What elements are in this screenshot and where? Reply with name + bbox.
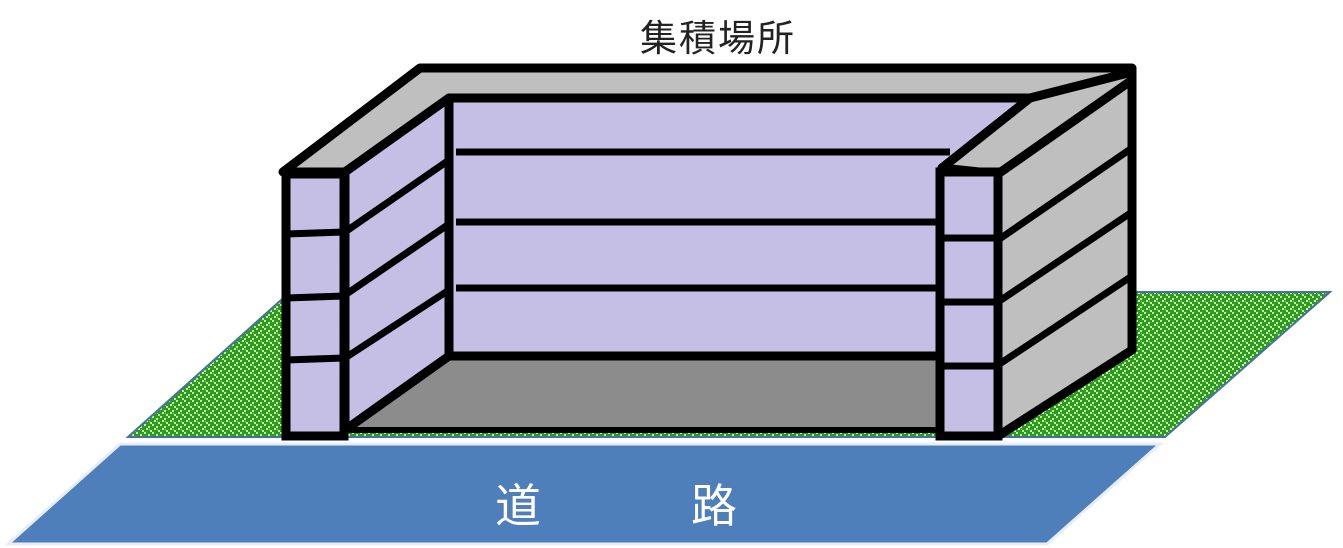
left-wall-slat [343, 157, 451, 235]
left-wall-slat [343, 287, 451, 361]
left-post-front [281, 169, 349, 441]
right-wall-side-slat [996, 209, 1134, 305]
left-post-slat [285, 228, 345, 238]
right-wall-side-slat [996, 273, 1134, 368]
road-label: 道 路 [495, 479, 789, 533]
left-post-slat [285, 292, 345, 302]
right-wall-side-slat [996, 145, 1134, 243]
diagram-title: 集積場所 [640, 17, 796, 60]
left-wall-slat [343, 221, 451, 298]
road [4, 442, 1164, 546]
left-post-slat [285, 354, 345, 364]
